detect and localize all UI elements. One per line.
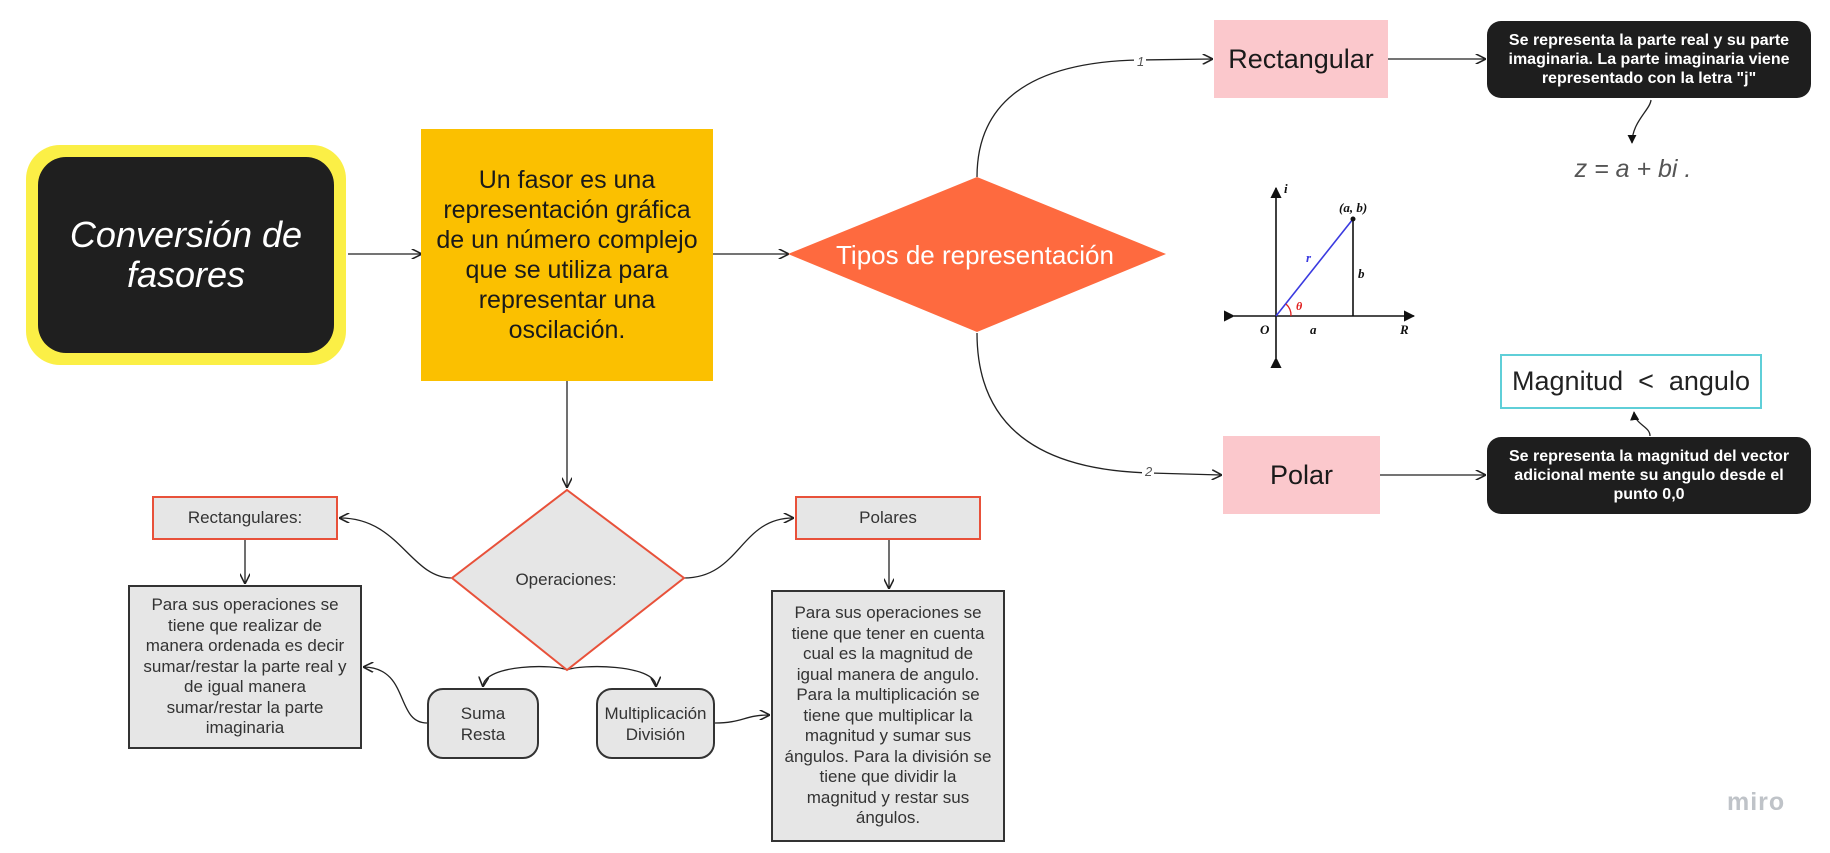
graph-point xyxy=(1350,216,1356,222)
edge-desc-to-formula xyxy=(1627,99,1652,144)
graph-label-r: r xyxy=(1306,250,1312,265)
rectangulares-operations-text[interactable]: Para sus operaciones se tiene que realiz… xyxy=(128,585,362,749)
graph-label-theta: θ xyxy=(1296,299,1303,313)
graph-label-a: a xyxy=(1310,322,1317,337)
operaciones-diamond[interactable] xyxy=(450,488,686,672)
tipos-diamond[interactable] xyxy=(788,177,1166,332)
rectangular-description-node[interactable]: Se representa la parte real y su parte i… xyxy=(1487,21,1811,98)
edge-label-2: 2 xyxy=(1144,464,1153,479)
edge-operaciones-to-rectangulares xyxy=(340,518,453,579)
edge-tipos-to-rectangular xyxy=(976,59,1212,178)
polares-node[interactable]: Polares xyxy=(795,496,981,540)
operaciones-label: Operaciones: xyxy=(515,570,617,589)
edge-desc-to-magnitud xyxy=(1630,411,1651,437)
miro-logo: miro xyxy=(1727,788,1786,816)
graph-label-point: (a, b) xyxy=(1339,200,1367,215)
edge-suma-to-rect-text xyxy=(364,667,428,724)
graph-label-b: b xyxy=(1358,266,1365,281)
rectangulares-node[interactable]: Rectangulares: xyxy=(152,496,338,540)
graph-vector-r xyxy=(1275,218,1354,317)
edge-operaciones-to-mult xyxy=(566,665,656,686)
suma-resta-node[interactable]: Suma Resta xyxy=(427,688,539,759)
edge-tipos-to-polar xyxy=(976,332,1221,475)
complex-plane-graph: i R O (a, b) r a b θ xyxy=(1223,181,1416,369)
polar-description-node[interactable]: Se representa la magnitud del vector adi… xyxy=(1487,437,1811,514)
edge-label-1: 1 xyxy=(1137,54,1144,69)
tipos-label: Tipos de representación xyxy=(836,239,1114,270)
edge-operaciones-to-suma xyxy=(483,665,568,686)
fasor-definition-node[interactable]: Un fasor es una representación gráfica d… xyxy=(421,129,713,381)
rectangular-formula: z = a + bi . xyxy=(1574,154,1692,183)
graph-label-origin: O xyxy=(1260,322,1270,337)
edge-operaciones-to-polares xyxy=(683,518,793,579)
graph-label-i: i xyxy=(1284,181,1288,196)
rectangular-node[interactable]: Rectangular xyxy=(1214,20,1388,98)
polares-operations-text[interactable]: Para sus operaciones se tiene que tener … xyxy=(771,590,1005,842)
polar-node[interactable]: Polar xyxy=(1223,436,1380,514)
title-node[interactable]: Conversión de fasores xyxy=(38,157,334,353)
multiplicacion-division-node[interactable]: Multiplicación División xyxy=(596,688,715,759)
graph-label-r-axis: R xyxy=(1399,322,1409,337)
graph-angle-arc xyxy=(1285,303,1292,317)
edge-mult-to-polar-text xyxy=(714,715,769,724)
polar-formula-node[interactable]: Magnitud < angulo xyxy=(1500,354,1762,409)
